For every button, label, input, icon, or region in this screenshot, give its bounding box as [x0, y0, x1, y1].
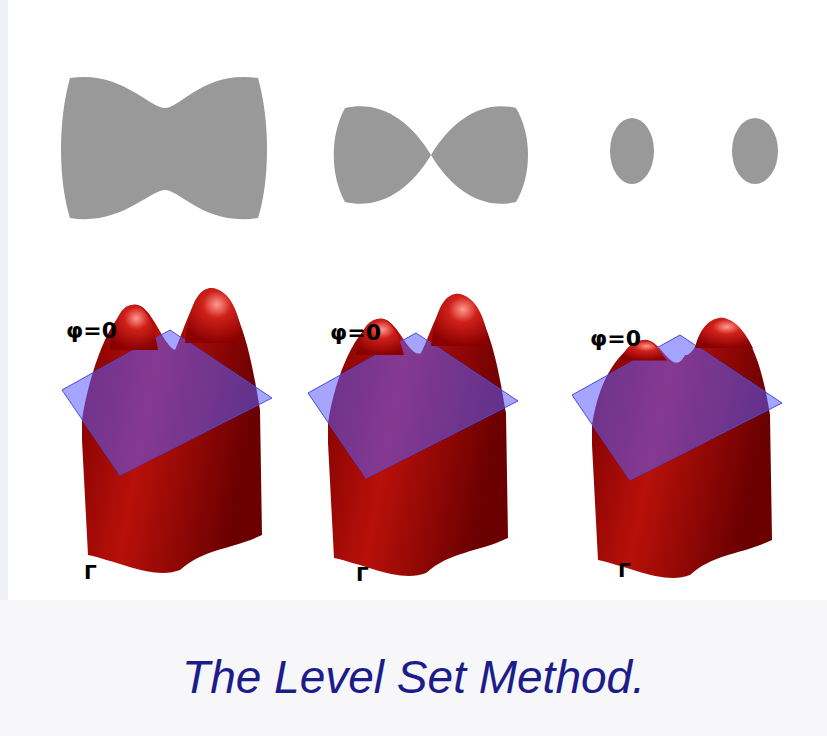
level-label: φ=0 [590, 326, 641, 351]
blob-shape [610, 118, 654, 184]
caption-ground [0, 600, 827, 736]
level-label: φ=0 [330, 320, 381, 345]
peanut-shape [61, 77, 267, 219]
caption: The Level Set Method. [0, 650, 827, 704]
blob-shape [732, 118, 778, 184]
zero-plane [572, 335, 782, 480]
gamma-mark: Γ [356, 562, 369, 586]
gamma-mark: Γ [84, 560, 97, 584]
peak-cap [110, 305, 158, 350]
peak-cap [431, 294, 489, 346]
zero-plane [62, 330, 272, 475]
level-label: φ=0 [66, 318, 117, 343]
peak-cap [695, 318, 753, 348]
zero-plane [308, 333, 518, 478]
peak-cap [185, 288, 243, 343]
edge-strip [0, 0, 8, 600]
gamma-mark: Γ [618, 558, 631, 582]
bowtie-shape [334, 106, 528, 204]
